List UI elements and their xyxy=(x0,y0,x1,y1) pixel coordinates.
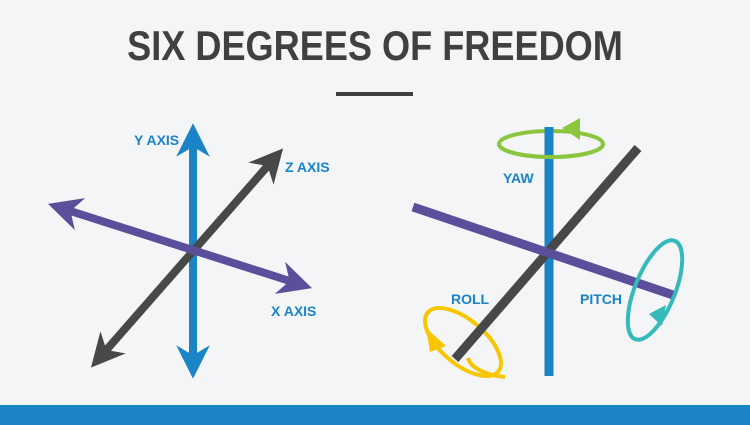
roll-ring-front xyxy=(466,357,506,379)
pitch-label: PITCH xyxy=(580,291,622,307)
z-axis-arrow xyxy=(90,148,284,368)
z-axis-label: Z AXIS xyxy=(285,159,330,175)
pitch-axis xyxy=(411,202,675,300)
yaw-arrowhead-icon xyxy=(562,118,580,140)
y-axis-label: Y AXIS xyxy=(134,132,179,148)
pitch-arrowhead-icon xyxy=(649,305,666,326)
pitch-ring xyxy=(625,238,685,342)
page-title: SIX DEGREES OF FREEDOM xyxy=(127,22,623,69)
roll-ring xyxy=(423,305,503,379)
x-axis-arrow xyxy=(47,198,313,294)
rotation-axes: YAW ROLL PITCH xyxy=(411,118,685,379)
yaw-ring-front xyxy=(497,143,605,159)
title-underline xyxy=(336,92,413,96)
footer-bar xyxy=(0,405,750,425)
roll-arrowhead-icon xyxy=(426,328,446,352)
yaw-label: YAW xyxy=(503,170,534,186)
translation-axes: Y AXIS Z AXIS X AXIS xyxy=(47,123,330,379)
roll-label: ROLL xyxy=(451,291,490,307)
x-axis-label: X AXIS xyxy=(271,303,316,319)
